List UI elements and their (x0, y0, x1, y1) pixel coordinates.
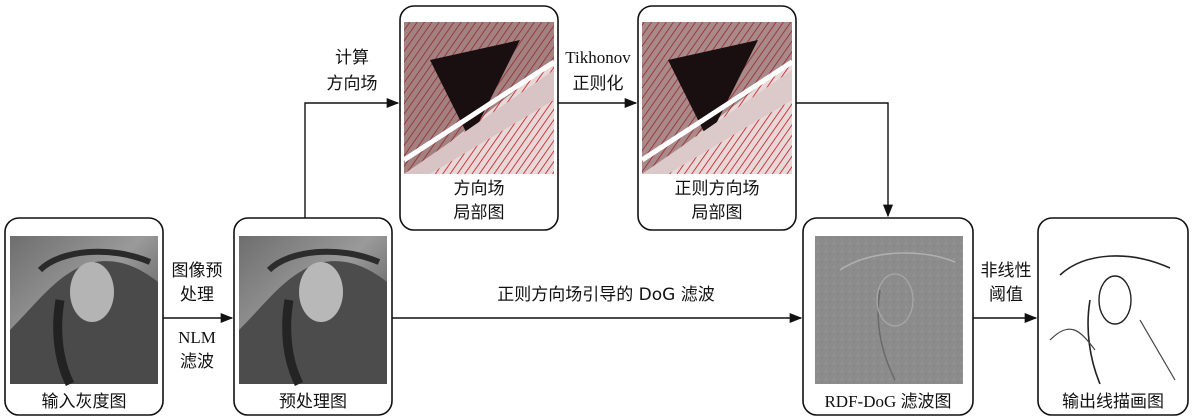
preprocess-label-line3: NLM (178, 328, 216, 347)
orientation-field-image (402, 22, 556, 174)
nonlinear-label-line2: 阈值 (989, 285, 1023, 305)
rdf-dog-node: RDF-DoG 滤波图 (802, 217, 974, 416)
preprocess-label-line2: 处理 (180, 285, 214, 305)
rdf-dog-label: RDF-DoG 滤波图 (824, 392, 951, 411)
tikhonov-label-line1: Tikhonov (565, 48, 631, 67)
rdf-dog-image (815, 236, 963, 384)
output-line-drawing (1044, 236, 1182, 385)
preprocess-label-line4: 滤波 (180, 352, 214, 372)
orientation-label-line1: 方向场 (454, 179, 505, 199)
input-grayscale-image (10, 236, 158, 387)
nonlinear-label-line1: 非线性 (981, 261, 1032, 281)
output-label: 输出线描画图 (1062, 392, 1164, 412)
arrow-regularized-to-rdf (796, 102, 894, 218)
input-label: 输入灰度图 (42, 392, 127, 412)
arrow-preprocessed-to-orientation (304, 97, 400, 218)
regularized-label-line1: 正则方向场 (675, 179, 760, 199)
preprocessed-image (239, 236, 387, 387)
regularized-field-image (640, 22, 794, 174)
regularized-local-node: 正则方向场 局部图 (637, 5, 797, 231)
compute-field-label-line1: 计算 (335, 48, 369, 68)
output-node: 输出线描画图 (1037, 217, 1189, 416)
input-node: 输入灰度图 (4, 217, 164, 416)
compute-field-label-line2: 方向场 (327, 74, 378, 94)
regularized-label-line2: 局部图 (692, 203, 743, 223)
orientation-local-node: 方向场 局部图 (399, 5, 559, 231)
preprocess-label-line1: 图像预 (172, 261, 223, 281)
guided-dog-label: 正则方向场引导的 DoG 滤波 (497, 285, 714, 305)
preprocessed-node: 预处理图 (233, 217, 393, 416)
tikhonov-label-line2: 正则化 (573, 74, 624, 94)
orientation-label-line2: 局部图 (454, 203, 505, 223)
preprocessed-label: 预处理图 (279, 392, 347, 412)
